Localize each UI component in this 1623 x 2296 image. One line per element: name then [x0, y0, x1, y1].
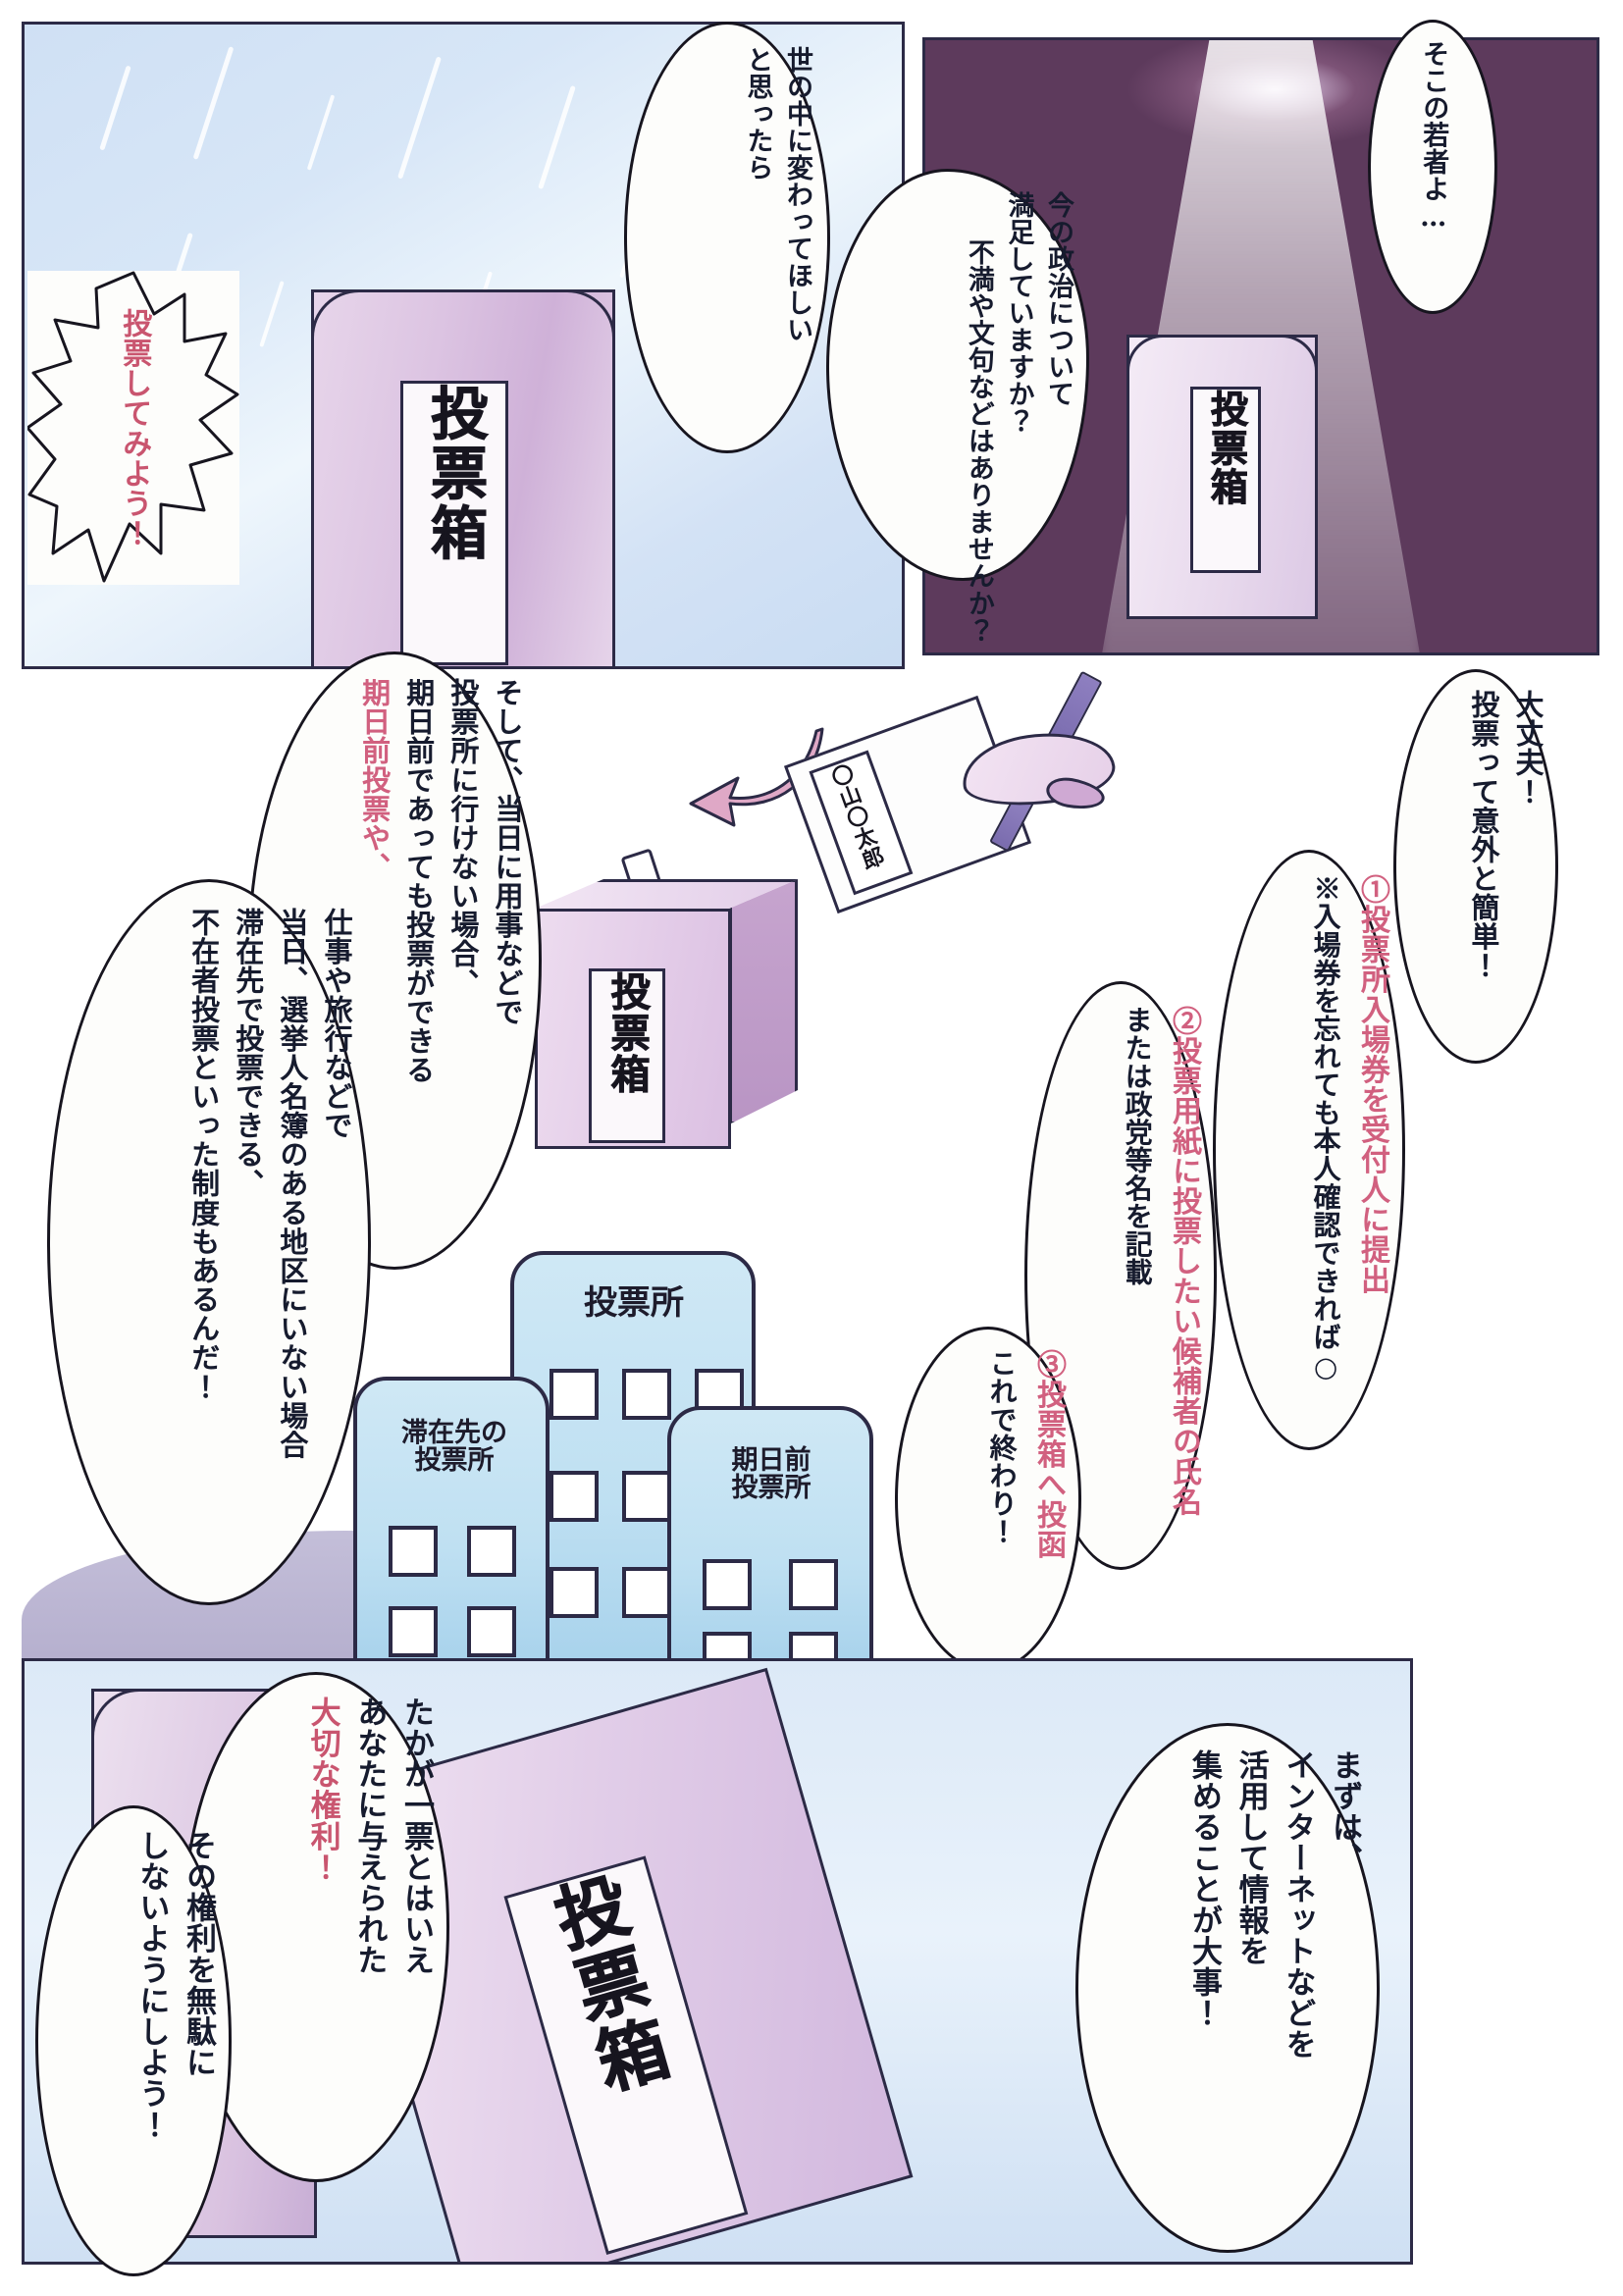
- hand-with-pen-illustration: [957, 670, 1148, 854]
- bubble-internet-line-2: 活用して情報を: [1232, 1749, 1269, 1967]
- bubble-vote-try: 投票してみよう！: [27, 271, 239, 585]
- bubble-internet-info: まずは、 インターネットなどを 活用して情報を 集めることが大事！: [1075, 1723, 1380, 2253]
- ballot-box-label-text: 投票箱: [603, 971, 651, 1096]
- bubble-step-1-text: ①投票所入場券を受付人に提出: [1353, 874, 1390, 1426]
- bubble-politics-line-0: 今の政治について: [1043, 191, 1073, 408]
- ballot-box-label: 投票箱: [400, 381, 508, 665]
- step-1-number: ①: [1355, 874, 1389, 905]
- bubble-absentee-voting: 仕事や旅行などで 当日、選挙人名簿のある地区にいない場合 滞在先で投票できる、 …: [47, 879, 371, 1605]
- building-label-polling-place: 投票所: [546, 1283, 722, 1323]
- ballot-box-label-text: 投票箱: [536, 1867, 678, 2105]
- bubble-step-2-sub: または政党等名を記載: [1121, 1006, 1154, 1286]
- ballot-box-label-text: 投票箱: [1204, 390, 1249, 508]
- building-label-absentee: 滞在先の 投票所: [371, 1418, 538, 1477]
- bubble-one-vote-line-0: たかが一票とはいえ: [398, 1696, 434, 1976]
- ballot-corner: [91, 1689, 139, 1737]
- building-absentee-polling-place: [353, 1377, 550, 1663]
- bubble-dont-waste: その権利を無駄に しないようにしよう！: [35, 1805, 232, 2276]
- bubble-hey-youngster-text: そこの若者よ…: [1418, 40, 1449, 234]
- bubble-step-2: ②投票用紙に投票したい候補者の氏名 または政党等名を記載: [1024, 981, 1217, 1570]
- bubble-early-voting-line-0: そして、当日に用事などで: [491, 678, 524, 1026]
- bubble-early-voting-line-2: 期日前であっても投票ができる: [401, 678, 436, 1085]
- bubble-dont-waste-line-1: しないようにしよう！: [133, 1830, 170, 2141]
- bubble-internet-line-1: インターネットなどを: [1280, 1749, 1316, 2061]
- bubble-one-vote: たかが一票とはいえ あなたに与えられた 大切な権利！: [183, 1672, 449, 2182]
- light-ray: [397, 56, 442, 180]
- ballot-corner: [1282, 335, 1318, 371]
- bubble-vote-try-text: 投票してみよう！: [117, 307, 152, 548]
- bubble-step-3-sub: これで終わり！: [985, 1349, 1019, 1545]
- ballot-box-label-text: 投票箱: [421, 384, 489, 564]
- bubble-step-3-text: ③投票箱へ投函: [1029, 1349, 1067, 1649]
- bubble-world-change-line-0: 世の中に変わってほしい: [782, 46, 812, 343]
- building-label-early-voting-line-0: 期日前: [731, 1445, 812, 1476]
- light-ray: [306, 94, 336, 171]
- ballot-box-spotlight: 投票箱: [1126, 335, 1318, 619]
- bubble-dont-worry-line-1: 投票って意外と簡単！: [1466, 690, 1500, 980]
- step-3-body: 投票箱へ投函: [1031, 1379, 1066, 1560]
- bubble-hey-youngster: そこの若者よ…: [1368, 20, 1497, 314]
- step-3-number: ③: [1031, 1349, 1066, 1380]
- bubble-politics-question: 今の政治について 満足していますか？ 不満や文句などはありませんか？: [826, 169, 1089, 645]
- ballot-box-3d: 投票箱: [535, 848, 800, 1158]
- building-label-absentee-line-1: 投票所: [414, 1445, 495, 1477]
- bubble-absentee-line-2: 滞在先で投票できる、: [231, 908, 265, 1198]
- bubble-absentee-line-3: 不在者投票といった制度もあるんだ！: [186, 908, 221, 1401]
- building-early-voting-place: [667, 1406, 873, 1683]
- polling-places-illustration: 投票所 滞在先の 投票所 期日前 投票所: [353, 1251, 903, 1683]
- bubble-early-voting-line-3: 期日前投票や、: [357, 678, 392, 882]
- bubble-politics-line-2: 不満や文句などはありませんか？: [963, 238, 994, 645]
- bubble-step-3: ③投票箱へ投函 これで終わり！: [895, 1327, 1081, 1672]
- bubble-early-voting-line-1: 投票所に行けない場合、: [445, 678, 480, 998]
- bubble-step-2-text: ②投票用紙に投票したい候補者の氏名: [1165, 1006, 1202, 1545]
- step-2-body: 投票用紙に投票したい候補者の氏名: [1167, 1035, 1201, 1517]
- bubble-internet-line-0: まずは、: [1327, 1749, 1362, 1874]
- bubble-politics-line-1: 満足していますか？: [1003, 191, 1034, 435]
- ballot-box-label: 投票箱: [1190, 387, 1261, 573]
- bubble-one-vote-line-2: 大切な権利！: [304, 1696, 340, 1883]
- ballot-corner: [567, 289, 615, 338]
- light-ray: [538, 84, 576, 190]
- bubble-one-vote-line-1: あなたに与えられた: [351, 1696, 388, 1976]
- step-1-body: 投票所入場券を受付人に提出: [1355, 904, 1389, 1295]
- light-ray: [192, 46, 235, 160]
- building-label-early-voting-line-1: 投票所: [731, 1473, 812, 1504]
- bubble-absentee-line-0: 仕事や旅行などで: [320, 908, 353, 1140]
- bubble-dont-waste-line-0: その権利を無駄に: [181, 1830, 216, 2078]
- bubble-dont-worry: 大丈夫！ 投票って意外と簡単！: [1393, 669, 1558, 1064]
- step-2-number: ②: [1167, 1006, 1201, 1036]
- bubble-dont-worry-line-0: 大丈夫！: [1511, 690, 1544, 807]
- building-label-early-voting: 期日前 投票所: [683, 1445, 860, 1504]
- ballot-box-side: [729, 879, 798, 1124]
- ballot-corner: [311, 289, 359, 338]
- ballot-corner: [1126, 335, 1163, 371]
- bubble-step-1: ①投票所入場券を受付人に提出 ※入場券を忘れても本人確認できれば○: [1213, 850, 1405, 1450]
- building-label-polling-place-line-0: 投票所: [584, 1283, 684, 1323]
- bubble-internet-line-3: 集めることが大事！: [1185, 1749, 1222, 2029]
- building-label-absentee-line-0: 滞在先の: [401, 1418, 507, 1448]
- light-ray: [259, 281, 285, 347]
- bubble-world-change-line-1: と思ったら: [742, 46, 773, 182]
- light-ray: [99, 65, 131, 151]
- bubble-step-1-note: ※入場券を忘れても本人確認できれば○: [1309, 874, 1342, 1384]
- ballot-box-label: 投票箱: [589, 968, 665, 1143]
- ballot-box-front: 投票箱: [535, 909, 731, 1149]
- bubble-absentee-line-1: 当日、選挙人名簿のある地区にいない場合: [275, 908, 309, 1460]
- bubble-world-change: 世の中に変わってほしい と思ったら: [624, 22, 830, 453]
- ballot-box-sky: 投票箱: [311, 289, 615, 666]
